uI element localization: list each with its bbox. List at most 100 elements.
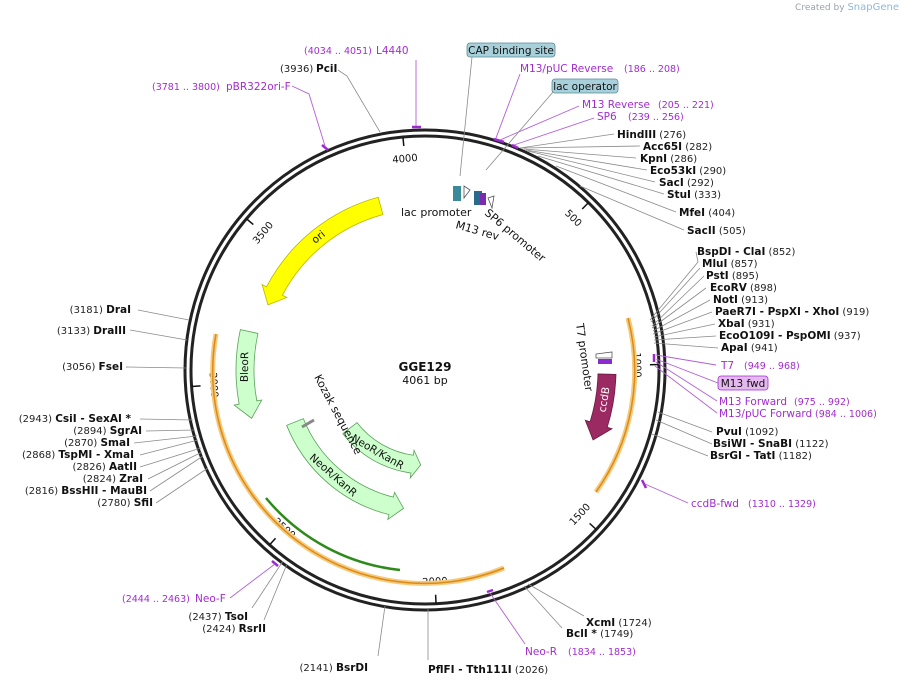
pbr322-mark [321, 144, 329, 151]
brand-watermark: Created by SnapGene [795, 2, 899, 13]
enzyme-label-left-part: (2824) [83, 474, 119, 485]
enzyme-label-left-top: (3056) FseI [62, 361, 123, 373]
enzyme-label-right-top: SacI (292) [659, 177, 714, 189]
kozak-mark [301, 418, 315, 429]
lead-csii [139, 418, 194, 421]
enzyme-label-left-top-part: (3181) [70, 305, 106, 316]
cap-binding-box[interactable] [466, 42, 556, 58]
enzyme-label-right-mid-part: - PspXI [756, 306, 801, 318]
enzyme-label-left-part: CsiI [55, 413, 76, 425]
enzyme-label-right-mid-part: - ClaI [731, 246, 765, 258]
lead-sfii [155, 467, 209, 504]
lead-lacop [485, 91, 554, 171]
enzyme-label-right-low-part: (1182) [775, 451, 812, 462]
lac-operator-block [474, 191, 482, 205]
lac-promoter-label: lac promoter [401, 206, 472, 219]
lead-rsrii [263, 563, 288, 621]
sp6-mark [511, 143, 519, 150]
lead-saci [527, 150, 656, 183]
lead-bsrgi [651, 433, 709, 457]
tick-mark [589, 522, 597, 531]
m13-reverse-leader [499, 105, 580, 141]
t7-promoter-label: T7 promoter [573, 322, 596, 393]
feature-arrow-neor-kanr[interactable] [342, 422, 422, 480]
enzyme-label-left-part: (2816) [25, 486, 61, 497]
lead-eco53ki [525, 149, 648, 171]
enzyme-label-right-low-part: - SnaBI [746, 438, 792, 450]
enzyme-label-left: (2826) AatII [73, 461, 137, 473]
enzyme-label-xcmi-part: (1724) [615, 618, 652, 629]
lead-bsiwi [655, 419, 713, 445]
enzyme-label-right-top-part: (404) [705, 208, 735, 219]
lead-drai [137, 309, 190, 321]
enzyme-label-right-top-part: (505) [716, 226, 746, 237]
enzyme-label-right-mid-part: EcoRV [710, 282, 748, 294]
neo-r-pos: (1834 .. 1853) [568, 647, 636, 658]
lead-noti [652, 299, 711, 332]
enzyme-label-right-top-part: Eco53kI [650, 165, 696, 177]
enzyme-label-left-part: SgrAI [110, 425, 142, 437]
enzyme-label-right-top-part: HindIII [617, 129, 656, 141]
enzyme-label-right-top-part: SacII [687, 225, 716, 237]
tick-mark [402, 136, 405, 147]
lead-ecorv [651, 287, 707, 329]
enzyme-label-left: (2780) SfiI [97, 497, 153, 509]
enzyme-label-right-low: BsiWI - SnaBI (1122) [713, 438, 829, 450]
lead-paer7i [652, 311, 713, 335]
enzyme-label-left-part: (2870) [64, 438, 100, 449]
feature-arrow-ori[interactable] [261, 196, 384, 306]
lead-pvui [657, 411, 713, 433]
enzyme-label-right-mid-part: (937) [831, 331, 861, 342]
lead-zrai [147, 451, 203, 480]
sp6-leader [513, 117, 595, 146]
tick-mark [581, 202, 590, 210]
enzyme-label-right-mid-part: MluI [702, 258, 727, 270]
enzyme-label-right-mid-part: BspDI [697, 246, 731, 258]
lead-tsoi [251, 560, 284, 609]
enzyme-label-right-top-part: (286) [667, 154, 697, 165]
lac-operator-box[interactable] [551, 78, 619, 94]
enzyme-label-right-top: KpnI (286) [640, 153, 697, 165]
ccdb-fwd-leader [644, 483, 689, 504]
lead-cap [459, 56, 473, 177]
plasmid-size: 4061 bp [402, 374, 447, 387]
lead-bspdi [649, 251, 699, 321]
sp6-pos: (239 .. 256) [628, 112, 684, 123]
lead-tspmi [139, 439, 199, 456]
feature-arrow-ccdb[interactable] [584, 373, 617, 441]
lead-sacii [579, 185, 685, 231]
backbone-inner [189, 134, 661, 606]
t7-leader [655, 354, 717, 366]
feature-arrow-bleor[interactable] [233, 329, 263, 419]
t7-primer-block [598, 359, 612, 364]
enzyme-label-right-mid-part: PaeR7I [715, 306, 756, 318]
enzyme-label-left: (2824) ZraI [83, 473, 143, 485]
enzyme-label-right-mid: ApaI (941) [721, 342, 778, 354]
tick-mark [245, 218, 254, 226]
enzyme-label-right-top: StuI (333) [667, 189, 721, 201]
enzyme-label-left-part: SmaI [101, 437, 131, 449]
enzyme-label-right-mid-part: (919) [839, 307, 869, 318]
green-arc [265, 497, 401, 572]
brand-prefix: Created by [795, 3, 845, 13]
pcii-pos: (3936) [280, 64, 313, 75]
feature-arrow-neor-kanr[interactable] [286, 418, 405, 521]
lead-kpni [523, 148, 637, 159]
tick-mark [191, 385, 201, 388]
neo-f-name: Neo-F [195, 593, 226, 605]
neo-r-mark [486, 588, 494, 594]
enzyme-label-right-top-part: (292) [684, 178, 714, 189]
enzyme-label-left-part: (2894) [73, 426, 109, 437]
lead-draiii [129, 329, 188, 341]
m13-puc-rev-name: M13/pUC Reverse [520, 63, 613, 75]
enzyme-labels: HindIII (276)Acc65I (282)KpnI (286)Eco53… [19, 129, 870, 676]
m13-fwd-leader [655, 358, 719, 384]
m13-forward-leader [655, 361, 718, 402]
enzyme-label-rsrii-part: RsrII [239, 623, 266, 635]
tick-label: 3500 [251, 220, 276, 247]
enzyme-label-right-mid-part: ApaI [721, 342, 748, 354]
enzyme-label-right-mid-part: - PspOMI [774, 330, 830, 342]
lead-aatii [139, 447, 202, 468]
m13-puc-rev-mark [493, 137, 505, 144]
feature-label: NeoR/KanR [307, 452, 359, 500]
